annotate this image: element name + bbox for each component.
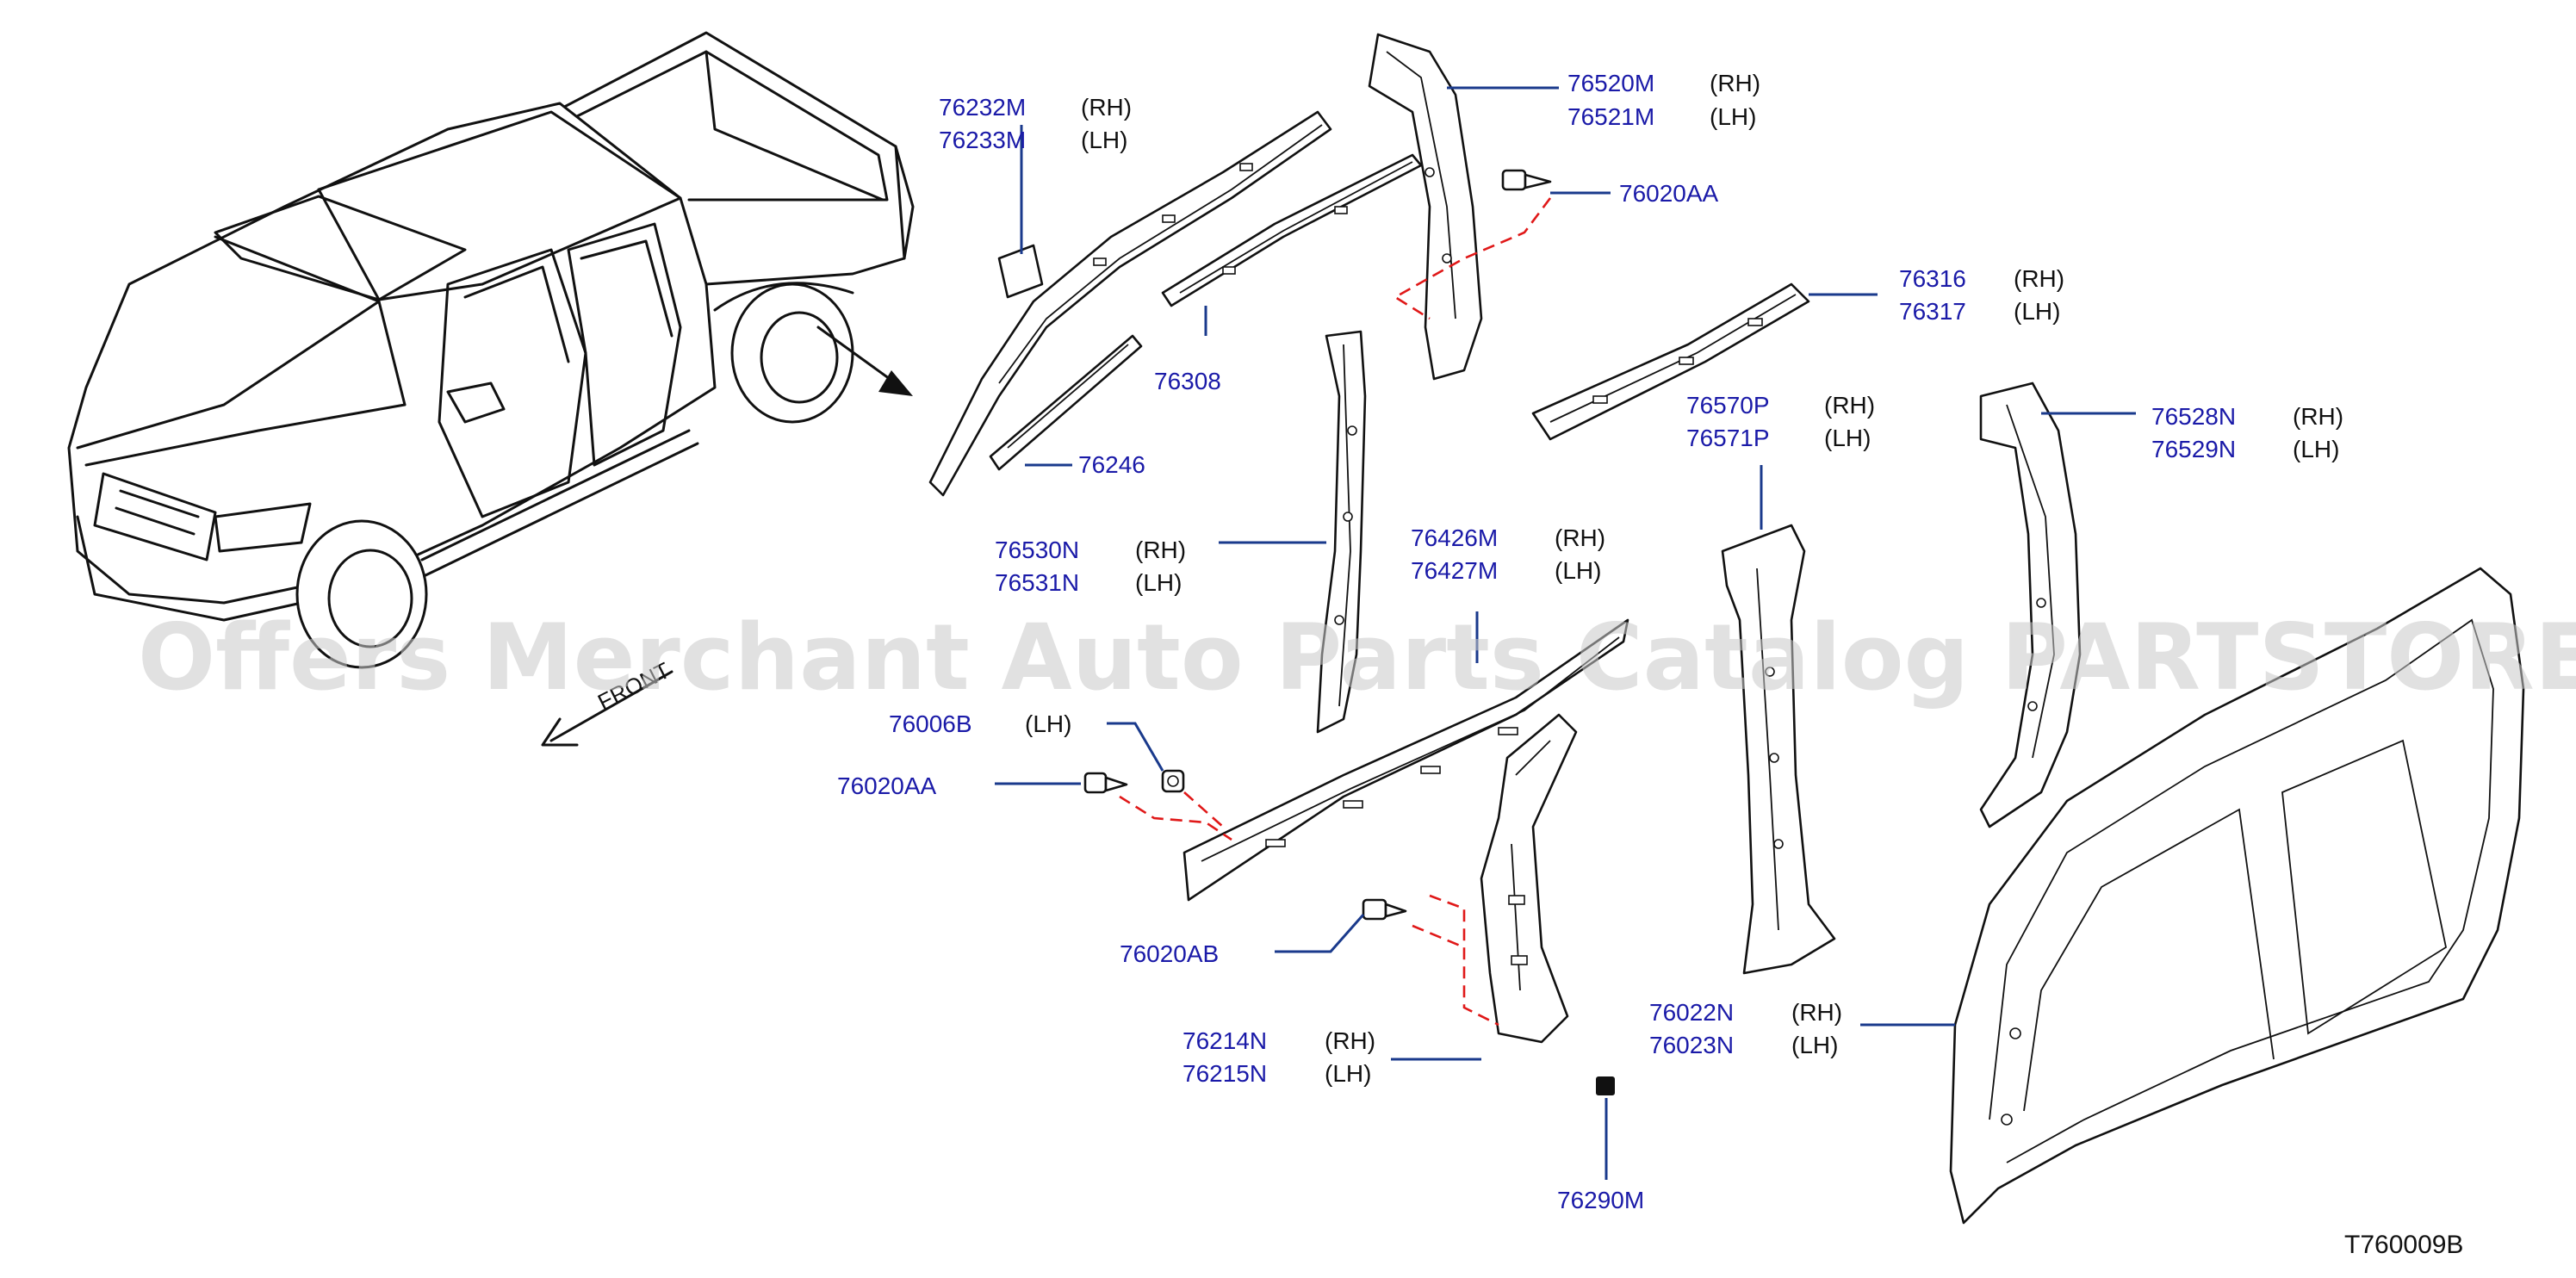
label-76215N: 76215N xyxy=(1182,1060,1267,1087)
label-76317-side: (LH) xyxy=(2014,298,2060,325)
label-76531N-side: (LH) xyxy=(1135,569,1182,596)
label-76427M: 76427M xyxy=(1411,557,1498,584)
label-76233M: 76233M xyxy=(939,127,1026,153)
fastener-dash-left xyxy=(1119,791,1232,841)
label-76214N: 76214N xyxy=(1182,1027,1267,1054)
label-76317: 76317 xyxy=(1899,298,1966,325)
label-76530N-side: (RH) xyxy=(1135,537,1186,563)
truck-illustration xyxy=(67,31,915,669)
label-76571P-side: (LH) xyxy=(1824,425,1871,451)
label-76521M: 76521M xyxy=(1567,103,1654,130)
fastener-dash-top xyxy=(1393,197,1552,320)
label-76571P: 76571P xyxy=(1686,425,1770,451)
label-76520M-side: (RH) xyxy=(1710,70,1760,96)
label-76531N: 76531N xyxy=(995,569,1079,596)
label-76023N: 76023N xyxy=(1649,1032,1734,1058)
label-76022N: 76022N xyxy=(1649,999,1734,1026)
pillar-76530N-part xyxy=(1316,330,1367,734)
label-76006B-side: (LH) xyxy=(1025,710,1071,737)
pillar-76570P-part xyxy=(1721,524,1836,975)
bolt-76020AA-left xyxy=(1083,772,1128,794)
label-76520M: 76520M xyxy=(1567,70,1654,96)
label-76215N-side: (LH) xyxy=(1325,1060,1371,1087)
nut-76006B xyxy=(1161,769,1185,793)
label-76022N-side: (RH) xyxy=(1791,999,1842,1026)
label-76020AB: 76020AB xyxy=(1120,940,1219,967)
pillar-76528N-part xyxy=(1979,382,2082,828)
label-76570P: 76570P xyxy=(1686,392,1770,419)
label-76232M: 76232M xyxy=(939,94,1026,121)
clip-76290M xyxy=(1596,1076,1615,1095)
label-76426M-side: (RH) xyxy=(1555,524,1605,551)
watermark-text: Offers Merchant Auto Parts Catalog PARTS… xyxy=(138,605,2576,710)
label-76316: 76316 xyxy=(1899,265,1966,292)
label-76528N: 76528N xyxy=(2151,403,2236,430)
label-76426M: 76426M xyxy=(1411,524,1498,551)
label-76246: 76246 xyxy=(1078,451,1145,478)
rail-76308-part xyxy=(1161,153,1423,307)
label-76020AA-left: 76020AA xyxy=(837,772,937,799)
pillar-76214N-part xyxy=(1480,713,1578,1044)
label-76316-side: (RH) xyxy=(2014,265,2064,292)
label-76427M-side: (LH) xyxy=(1555,557,1601,584)
label-76521M-side: (LH) xyxy=(1710,103,1756,130)
label-76290M: 76290M xyxy=(1557,1187,1644,1213)
label-76006B: 76006B xyxy=(889,710,972,737)
label-76023N-side: (LH) xyxy=(1791,1032,1838,1058)
leader-lines xyxy=(995,86,2136,1180)
label-76308: 76308 xyxy=(1154,368,1221,394)
pillar-76520M-part xyxy=(1368,33,1483,381)
roof-side-rail-part xyxy=(928,110,1332,497)
bolt-76020AA-top xyxy=(1501,169,1552,191)
body-side-outer-76022N-part xyxy=(1949,567,2525,1225)
diagram-code: T760009B xyxy=(2344,1231,2463,1259)
fastener-dash-lower xyxy=(1412,894,1499,1027)
label-76020AA-top: 76020AA xyxy=(1619,180,1719,207)
label-76232M-side: (RH) xyxy=(1081,94,1132,121)
sill-76426M-part xyxy=(1182,618,1629,902)
bracket-76246-part xyxy=(989,334,1143,471)
label-76570P-side: (RH) xyxy=(1824,392,1875,419)
label-76529N: 76529N xyxy=(2151,436,2236,462)
label-76233M-side: (LH) xyxy=(1081,127,1127,153)
part-labels: 76232M (RH) 76233M (LH) 76246 76308 7652… xyxy=(837,70,2343,1213)
label-76528N-side: (RH) xyxy=(2293,403,2343,430)
label-76530N: 76530N xyxy=(995,537,1079,563)
label-76529N-side: (LH) xyxy=(2293,436,2339,462)
label-76214N-side: (RH) xyxy=(1325,1027,1375,1054)
bolt-76020AB xyxy=(1362,898,1407,921)
rail-76316-part xyxy=(1531,282,1810,441)
